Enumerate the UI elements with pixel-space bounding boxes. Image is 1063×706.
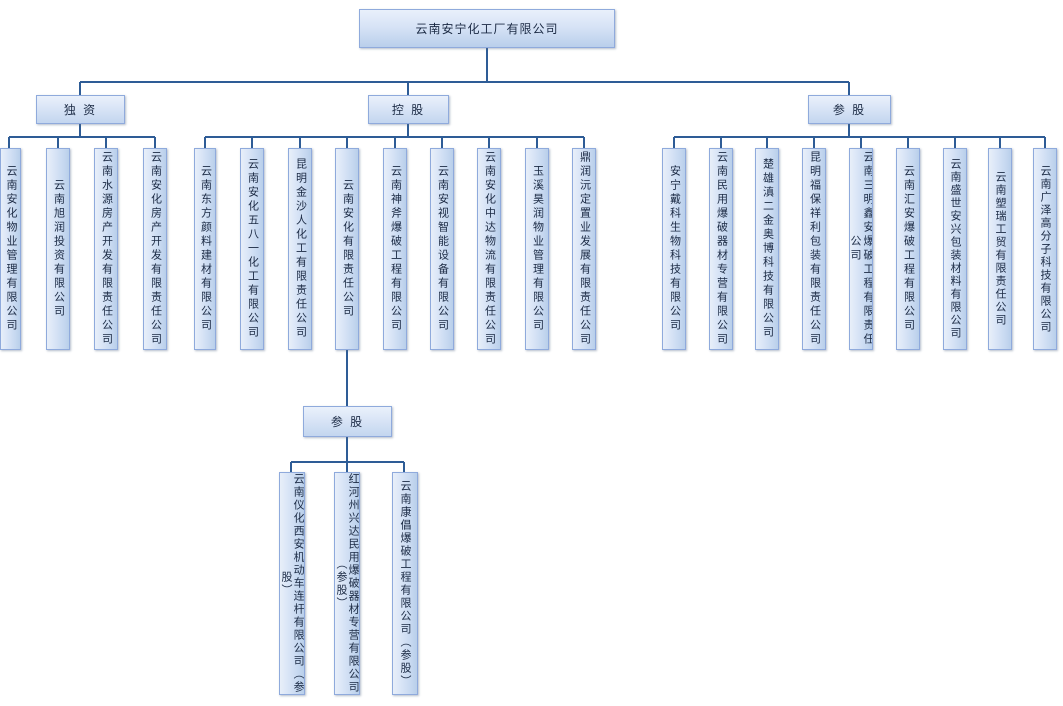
leaf-node-label: 云南三明鑫安爆破工程有限责任公司 <box>849 151 873 347</box>
leaf-node-label: 云南安化有限责任公司 <box>341 179 354 319</box>
leaf-node-label: 云南安化五八一化工有限公司 <box>246 158 259 340</box>
leaf-node-label: 云南旭润投资有限公司 <box>52 179 65 319</box>
leaf-node[interactable]: 云南安化中达物流有限责任公司 <box>477 148 501 350</box>
leaf-node-label: 昆明福保祥利包装有限责任公司 <box>808 151 821 347</box>
leaf-node[interactable]: 云南康倡爆破工程有限公司（参股） <box>392 472 418 695</box>
leaf-node[interactable]: 安宁戴科生物科技有限公司 <box>662 148 686 350</box>
leaf-node-label: 安宁戴科生物科技有限公司 <box>668 165 681 333</box>
leaf-node[interactable]: 玉溪昊润物业管理有限公司 <box>525 148 549 350</box>
leaf-node[interactable]: 鼎润沅定置业发展有限责任公司 <box>572 148 596 350</box>
category-node-equity[interactable]: 参 股 <box>808 95 891 124</box>
leaf-node-label: 云南安化物业管理有限公司 <box>4 165 17 333</box>
leaf-node-label: 云南安化房产开发有限责任公司 <box>149 151 162 347</box>
leaf-node-label: 云南仪化西安机动车连杆有限公司（参股） <box>280 473 305 694</box>
category-label-sub-equity: 参 股 <box>330 415 365 429</box>
leaf-node-label: 云南神斧爆破工程有限公司 <box>389 165 402 333</box>
leaf-node-label: 云南盛世安兴包装材料有限公司 <box>949 158 962 340</box>
category-label-equity: 参 股 <box>832 103 867 117</box>
category-node-sole[interactable]: 独 资 <box>36 95 125 124</box>
category-node-holding[interactable]: 控 股 <box>368 95 449 124</box>
leaf-node[interactable]: 云南仪化西安机动车连杆有限公司（参股） <box>279 472 305 695</box>
leaf-node[interactable]: 云南三明鑫安爆破工程有限责任公司 <box>849 148 873 350</box>
leaf-node[interactable]: 云南旭润投资有限公司 <box>46 148 70 350</box>
leaf-node-label: 云南安化中达物流有限责任公司 <box>483 151 496 347</box>
root-node[interactable]: 云南安宁化工厂有限公司 <box>359 9 615 48</box>
leaf-node-label: 云南康倡爆破工程有限公司（参股） <box>399 479 412 688</box>
leaf-node-label: 云南水源房产开发有限责任公司 <box>100 151 113 347</box>
leaf-node-label: 红河州兴达民用爆破器材专营有限公司（参股） <box>335 473 360 694</box>
leaf-node-label: 云南民用爆破器材专营有限公司 <box>715 151 728 347</box>
leaf-node-label: 昆明金沙人化工有限责任公司 <box>294 158 307 340</box>
category-label-sole: 独 资 <box>63 103 98 117</box>
leaf-node[interactable]: 云南广泽高分子科技有限公司 <box>1033 148 1057 350</box>
leaf-node-label: 云南广泽高分子科技有限公司 <box>1039 164 1052 334</box>
leaf-node[interactable]: 云南盛世安兴包装材料有限公司 <box>943 148 967 350</box>
leaf-node-label: 鼎润沅定置业发展有限责任公司 <box>578 151 591 347</box>
leaf-node[interactable]: 云南安化房产开发有限责任公司 <box>143 148 167 350</box>
leaf-node-label: 楚雄滇二金奥博科技有限公司 <box>761 158 774 340</box>
leaf-node-label: 玉溪昊润物业管理有限公司 <box>531 165 544 333</box>
leaf-node[interactable]: 云南安化五八一化工有限公司 <box>240 148 264 350</box>
leaf-node-label: 云南汇安爆破工程有限公司 <box>902 165 915 333</box>
leaf-node[interactable]: 楚雄滇二金奥博科技有限公司 <box>755 148 779 350</box>
leaf-node[interactable]: 云南汇安爆破工程有限公司 <box>896 148 920 350</box>
leaf-node-label: 云南安视智能设备有限公司 <box>436 165 449 333</box>
leaf-node-label: 云南塑瑞工贸有限责任公司 <box>994 171 1007 327</box>
leaf-node[interactable]: 云南东方颜料建材有限公司 <box>194 148 216 350</box>
leaf-node[interactable]: 云南神斧爆破工程有限公司 <box>383 148 407 350</box>
leaf-node[interactable]: 红河州兴达民用爆破器材专营有限公司（参股） <box>334 472 360 695</box>
root-node-label: 云南安宁化工厂有限公司 <box>415 22 559 36</box>
leaf-node[interactable]: 云南安化有限责任公司 <box>335 148 359 350</box>
leaf-node[interactable]: 昆明福保祥利包装有限责任公司 <box>802 148 826 350</box>
leaf-node[interactable]: 昆明金沙人化工有限责任公司 <box>288 148 312 350</box>
category-label-holding: 控 股 <box>391 103 426 117</box>
leaf-node[interactable]: 云南水源房产开发有限责任公司 <box>94 148 118 350</box>
leaf-node-label: 云南东方颜料建材有限公司 <box>199 165 212 333</box>
leaf-node[interactable]: 云南塑瑞工贸有限责任公司 <box>988 148 1012 350</box>
leaf-node[interactable]: 云南民用爆破器材专营有限公司 <box>709 148 733 350</box>
leaf-node[interactable]: 云南安视智能设备有限公司 <box>430 148 454 350</box>
category-node-sub-equity[interactable]: 参 股 <box>303 406 392 437</box>
leaf-node[interactable]: 云南安化物业管理有限公司 <box>0 148 21 350</box>
